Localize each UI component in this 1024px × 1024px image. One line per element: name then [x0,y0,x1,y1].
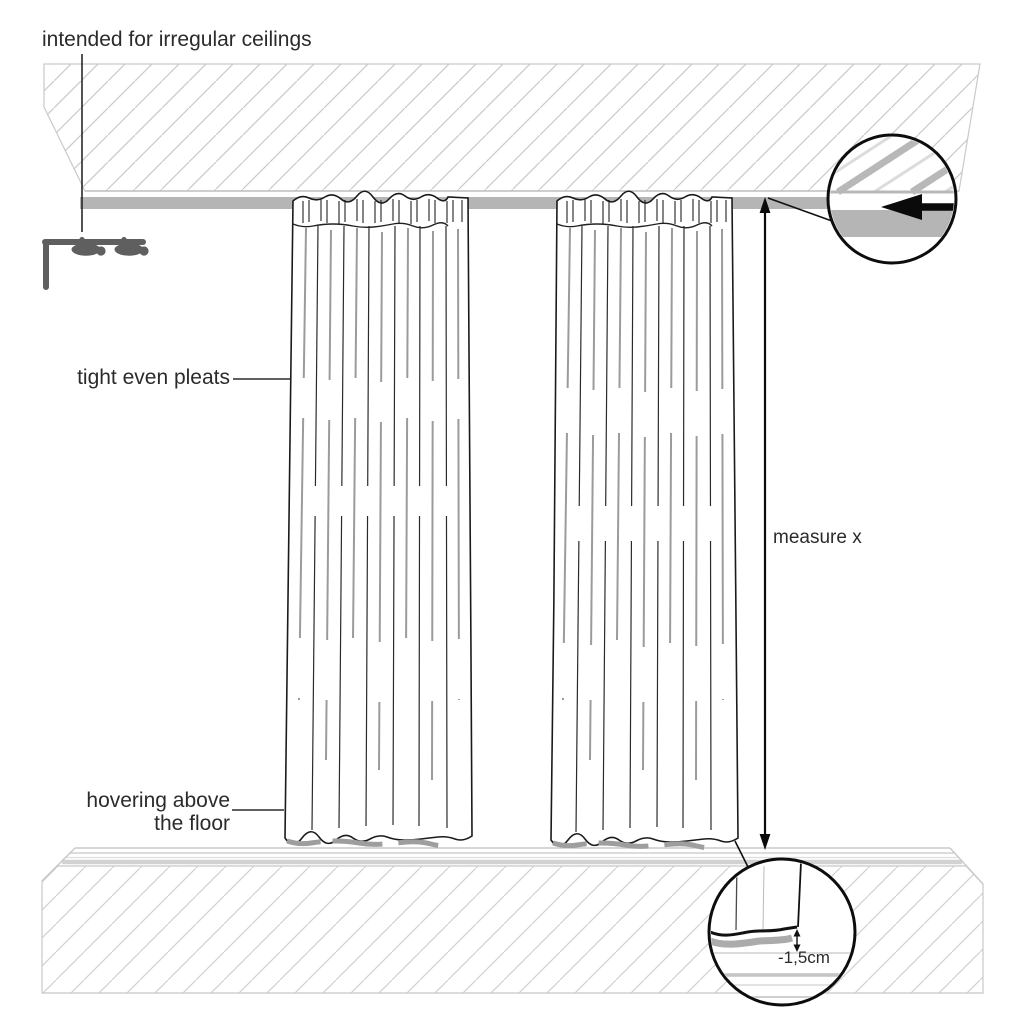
hover-note-label: hovering above the floor [86,789,230,835]
magnifier-circle-rail-detail [826,133,958,265]
magnifier-circle-hem-detail [707,857,857,1007]
double-arrow-small-icon [793,929,801,952]
arrow-left-icon [881,194,954,220]
rail-detail-leader [767,197,833,222]
hem-offset-label: -1,5cm [778,948,830,967]
curtain-panel-left [284,190,473,848]
ceiling-bracket-icon [42,236,149,290]
measure-x-label: measure x [773,527,862,548]
ceiling-slab [43,63,981,192]
pleats-note-label: tight even pleats [77,366,230,389]
ceiling-note-label: intended for irregular ceilings [42,28,312,51]
curtain-panel-right [550,190,739,850]
hem-detail-leader [734,840,750,870]
double-arrow-vertical-icon [759,197,771,850]
